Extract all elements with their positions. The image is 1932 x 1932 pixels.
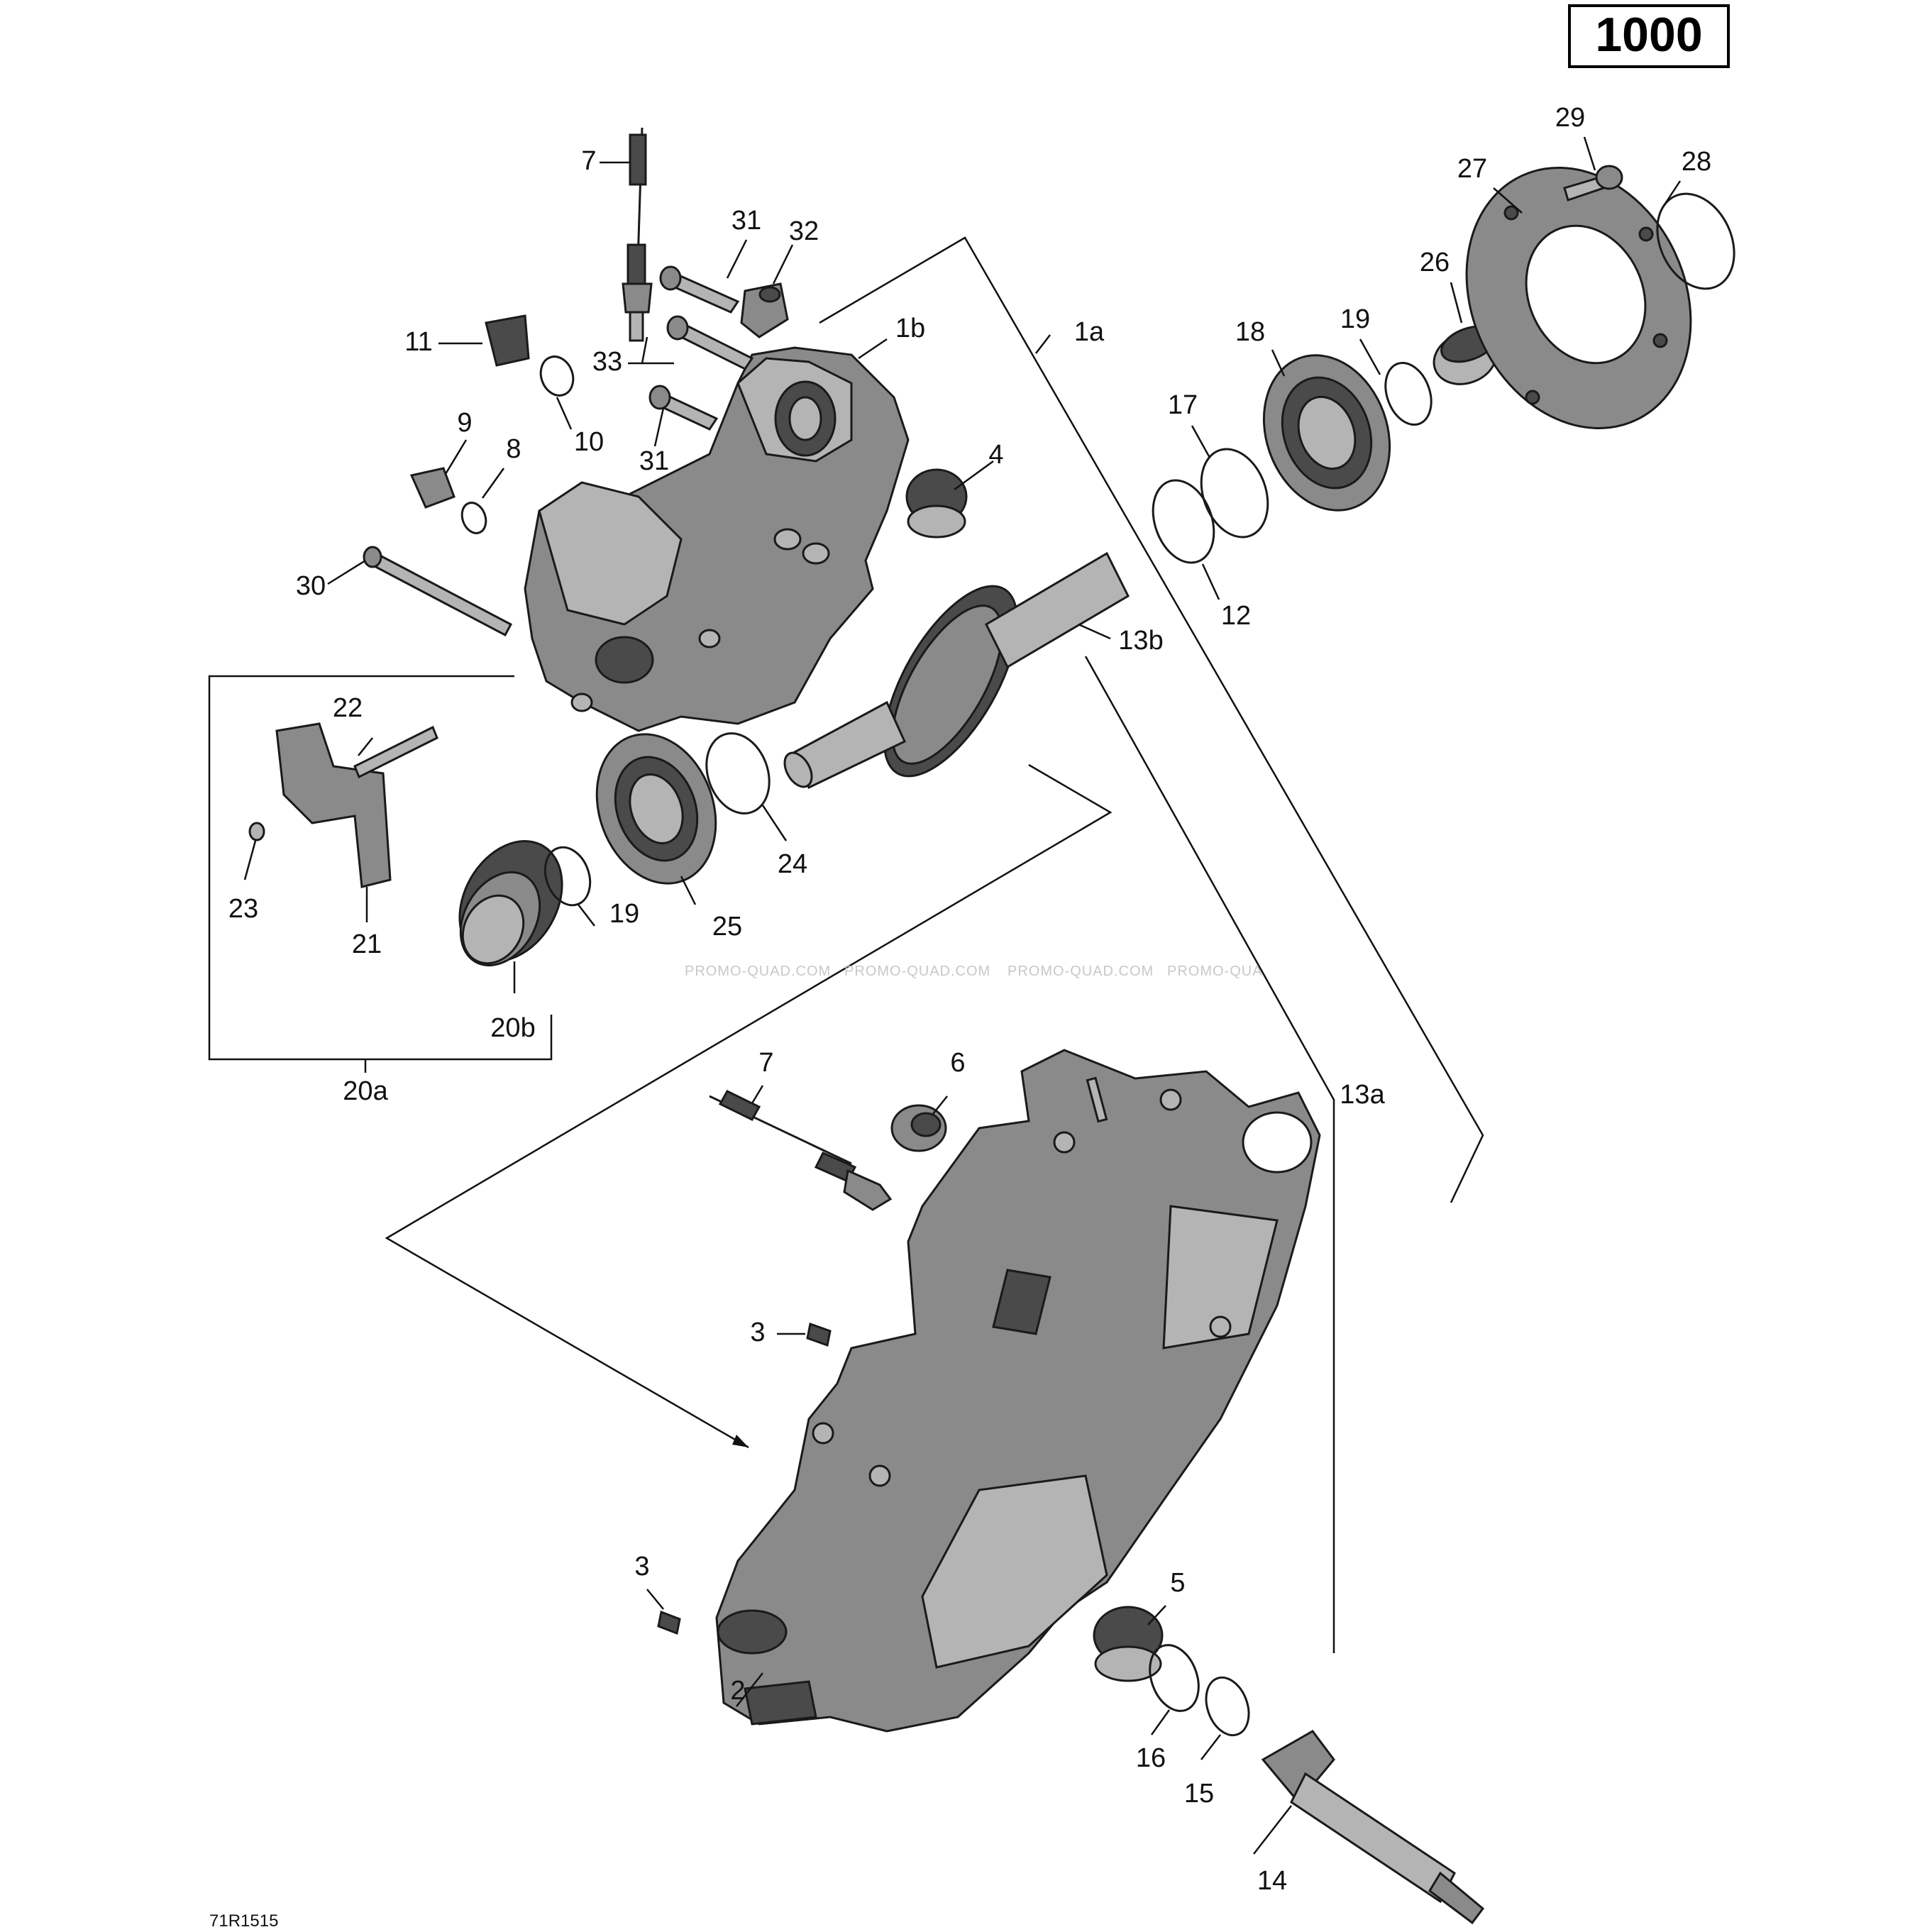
label-24: 24 (778, 849, 807, 879)
label-23: 23 (228, 894, 258, 924)
label-3-lower: 3 (634, 1552, 649, 1582)
label-20b: 20b (490, 1013, 535, 1043)
bushing-4 (905, 468, 968, 539)
gear-shaft-13b (783, 551, 1130, 790)
label-17: 17 (1168, 390, 1198, 420)
watermark: PROMO-QUAD.COM PROMO-QUAD.COM PROMO-QUAD… (685, 964, 1263, 979)
washer-12 (1152, 479, 1215, 564)
label-18: 18 (1235, 317, 1265, 347)
watermark-1: PROMO-QUAD.COM (685, 964, 831, 979)
label-6: 6 (950, 1048, 965, 1078)
label-13a: 13a (1340, 1080, 1385, 1110)
label-7-top: 7 (581, 146, 596, 176)
label-29: 29 (1555, 103, 1585, 133)
washer-8 (460, 502, 487, 534)
washer-16 (1149, 1644, 1200, 1712)
seal-28 (1656, 192, 1735, 290)
label-33: 33 (592, 347, 622, 377)
bolt-30 (363, 546, 513, 637)
label-25: 25 (712, 912, 742, 942)
label-11: 11 (404, 327, 432, 357)
bracket-1b-to-2 (385, 763, 1113, 1449)
label-8: 8 (506, 434, 521, 464)
watermark-2: PROMO-QUAD.COM (844, 964, 990, 979)
label-21: 21 (352, 929, 382, 959)
bearing-18 (1262, 354, 1391, 512)
bushing-5 (1093, 1606, 1164, 1682)
fitting-32 (740, 282, 789, 338)
label-27: 27 (1457, 154, 1487, 184)
label-2: 2 (730, 1676, 745, 1706)
label-19-right: 19 (1340, 304, 1370, 334)
bolts-31-33 (648, 265, 754, 431)
washer-17 (1200, 448, 1269, 539)
label-15: 15 (1184, 1779, 1214, 1809)
bracket-20a (208, 675, 553, 1073)
lower-housing-2 (715, 1049, 1321, 1733)
label-14: 14 (1257, 1866, 1287, 1896)
upper-housing-1b (524, 346, 910, 732)
label-4: 4 (988, 440, 1003, 470)
label-28: 28 (1682, 147, 1711, 177)
pinion-shaft-14 (1261, 1730, 1485, 1925)
washer-15 (1205, 1676, 1250, 1737)
label-12: 12 (1221, 601, 1251, 631)
seal-6 (890, 1104, 947, 1152)
label-5: 5 (1170, 1568, 1185, 1598)
pin-22 (353, 725, 438, 779)
label-26: 26 (1420, 248, 1450, 277)
washer-24 (705, 732, 771, 815)
sensor-7-top (622, 127, 653, 342)
pin-23 (248, 822, 265, 841)
bearing-25 (595, 733, 717, 885)
leader-lines (243, 136, 1682, 1855)
cover-27 (1465, 167, 1692, 429)
model-box: 1000 (1568, 4, 1730, 68)
label-13b: 13b (1118, 626, 1163, 656)
label-1a: 1a (1074, 317, 1105, 347)
sleeve-20b (458, 840, 563, 967)
oring-10 (539, 355, 575, 397)
label-31-bottom: 31 (639, 446, 669, 476)
reference-code: 71R1515 (209, 1911, 278, 1931)
label-30: 30 (296, 571, 326, 601)
label-32: 32 (789, 216, 819, 246)
label-20a: 20a (343, 1076, 388, 1106)
label-22: 22 (333, 693, 363, 723)
label-16: 16 (1136, 1743, 1166, 1773)
label-3-upper: 3 (750, 1318, 765, 1347)
label-31-top: 31 (732, 206, 761, 236)
fork-21 (275, 722, 392, 888)
label-9: 9 (457, 408, 472, 438)
plug-11 (485, 314, 530, 367)
oring-19-right (1384, 361, 1433, 426)
oring-19-left (543, 846, 592, 907)
dowel-3-lower (657, 1610, 681, 1635)
callout-labels: 7 31 32 11 33 1b 1a 10 31 9 8 4 30 13b 2… (228, 103, 1711, 1896)
label-10: 10 (574, 427, 604, 457)
watermark-4: PROMO-QUA (1167, 964, 1263, 979)
bracket-1a (819, 236, 1484, 1203)
label-7-bottom: 7 (758, 1048, 773, 1078)
watermark-3: PROMO-QUAD.COM (1008, 964, 1154, 979)
sensor-7-bottom (709, 1090, 893, 1211)
label-19-left: 19 (609, 899, 639, 929)
model-label: 1000 (1595, 8, 1702, 62)
bolt-29 (1563, 165, 1623, 202)
bracket-13a (1084, 656, 1335, 1653)
plug-9 (409, 467, 456, 509)
dowel-3-upper (806, 1323, 832, 1347)
label-1b: 1b (895, 314, 925, 343)
